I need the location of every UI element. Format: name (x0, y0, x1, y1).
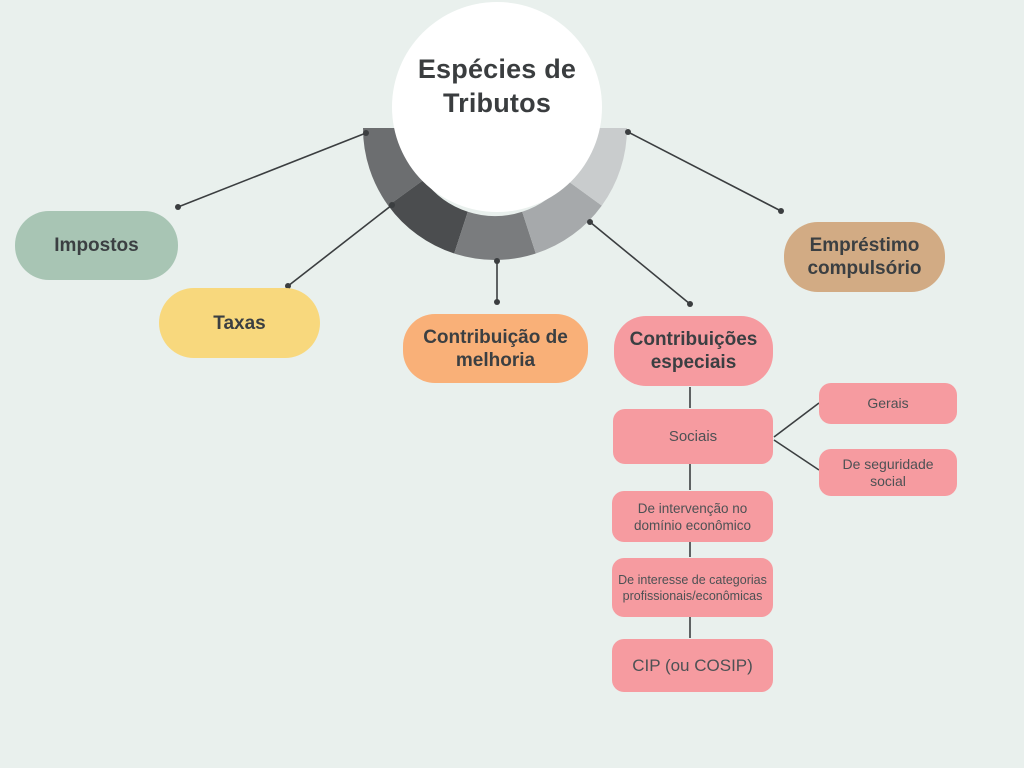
connector-line-emprestimo (627, 131, 782, 212)
node-contribuicao-melhoria[interactable]: Contribuição de melhoria (403, 314, 588, 383)
node-gerais[interactable]: Gerais (819, 383, 957, 424)
node-impostos[interactable]: Impostos (15, 211, 178, 280)
node-contribuicoes-especiais[interactable]: Contribuições especiais (614, 316, 773, 386)
connector-line-sociais-gerais (773, 402, 820, 438)
connector-line-sociais-seguridade (773, 439, 820, 471)
node-intervencao-dominio[interactable]: De intervenção no domínio econômico (612, 491, 773, 542)
connector-dot (494, 299, 500, 305)
node-cip-cosip[interactable]: CIP (ou COSIP) (612, 639, 773, 692)
connector-dot (687, 301, 693, 307)
connector-dot (175, 204, 181, 210)
connector-dot (625, 129, 631, 135)
connector-lines (177, 131, 820, 638)
connector-dot (389, 202, 395, 208)
node-emprestimo-compulsorio[interactable]: Empréstimo compulsório (784, 222, 945, 292)
connector-dots (175, 129, 784, 307)
center-circle (392, 2, 602, 212)
arc-segment-2 (388, 179, 468, 254)
node-sociais[interactable]: Sociais (613, 409, 773, 464)
connector-line-impostos (177, 132, 367, 208)
center-arc (363, 128, 627, 260)
diagram-title: Espécies de Tributos (417, 54, 577, 118)
node-seguridade-social[interactable]: De seguridade social (819, 449, 957, 496)
connector-dot (363, 130, 369, 136)
node-taxas[interactable]: Taxas (159, 288, 320, 358)
connector-line-taxas (287, 204, 393, 287)
connector-dot (285, 283, 291, 289)
arc-segment-4 (522, 179, 602, 254)
connector-dot (494, 258, 500, 264)
connector-dot (587, 219, 593, 225)
connector-dot (778, 208, 784, 214)
arc-segment-3 (454, 211, 536, 260)
node-interesse-categorias[interactable]: De interesse de categorias profissionais… (612, 558, 773, 617)
connector-line-especiais (589, 221, 691, 305)
